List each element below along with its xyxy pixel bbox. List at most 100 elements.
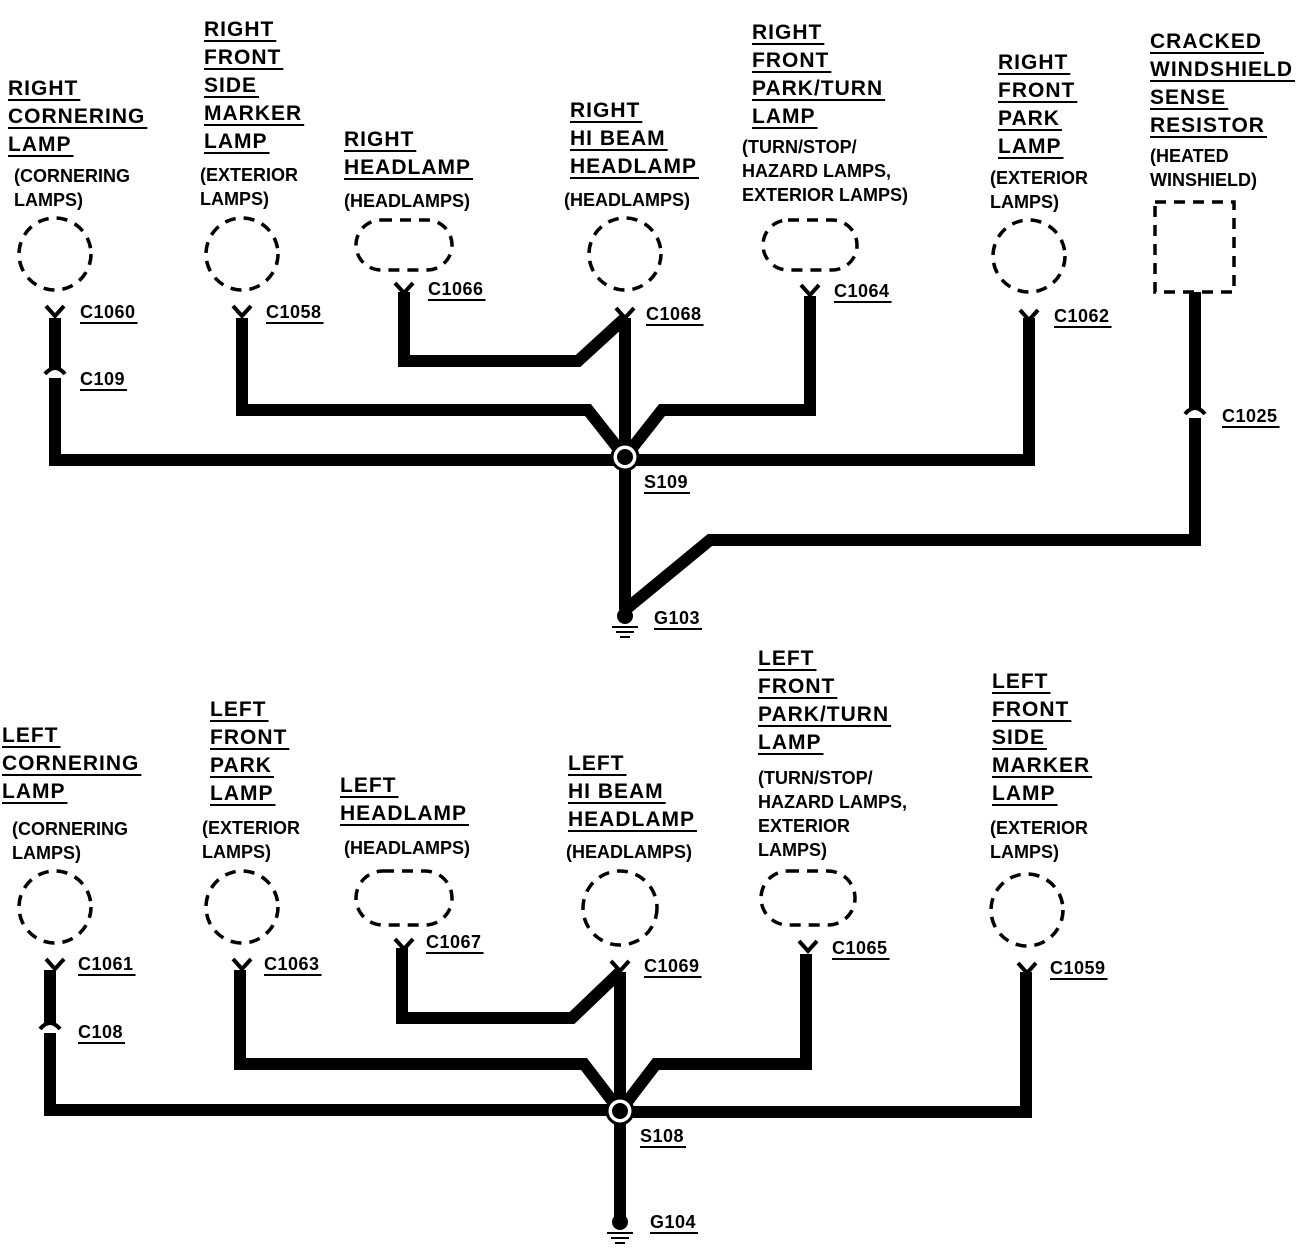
resistor-outline (1153, 200, 1236, 294)
component-title-line: RIGHT (8, 77, 78, 100)
lamp-outline (759, 869, 857, 927)
connector-fork (44, 304, 66, 319)
ground-dot (617, 608, 633, 624)
component: LEFTCORNERINGLAMP(CORNERINGLAMPS)C1061C1… (2, 724, 142, 1044)
connector-label: C1065 (832, 938, 888, 958)
connector-symbol (44, 304, 66, 319)
component-system-line: (TURN/STOP/ (758, 768, 873, 788)
connector-label: C1060 (80, 302, 136, 322)
component-system-line: HAZARD LAMPS, (758, 792, 907, 812)
connector-fork (231, 957, 253, 972)
lamp-outline (989, 872, 1065, 948)
component-title-line: LEFT (2, 724, 59, 747)
connector-label: C1067 (426, 932, 482, 952)
inline-connector-symbol (1183, 406, 1207, 418)
connector-symbol (799, 283, 821, 298)
component-title-line: PARK (998, 107, 1060, 130)
connector-label: C1063 (264, 954, 320, 974)
connector-symbol (44, 957, 66, 972)
component-title-line: LEFT (340, 774, 397, 797)
component-title-line: HEADLAMP (570, 155, 697, 178)
connector-symbol (231, 304, 253, 319)
connector-fork (609, 959, 631, 974)
component-title-line: RIGHT (752, 21, 822, 44)
inline-connector-symbol (43, 366, 67, 378)
component-title-line: SENSE (1150, 86, 1226, 109)
wire (620, 972, 1032, 1118)
component-system-line: (EXTERIOR (990, 168, 1088, 188)
connector-fork (797, 939, 819, 954)
wire (44, 970, 620, 1116)
component-title-line: WINDSHIELD (1150, 58, 1293, 81)
wire (615, 954, 812, 1115)
component-title-line: FRONT (210, 726, 287, 749)
connector-fork (799, 283, 821, 298)
component-title-line: LEFT (758, 647, 815, 670)
component-title-line: LAMP (758, 731, 822, 754)
ground-label: G104 (650, 1212, 696, 1232)
inline-connector-arc (43, 366, 67, 376)
lamp-outline (204, 869, 280, 945)
component-title-line: RIGHT (998, 51, 1068, 74)
connector-label: C1058 (266, 302, 322, 322)
ground: G104 (607, 1212, 699, 1244)
component-title-line: FRONT (758, 675, 835, 698)
connector-symbol (1018, 308, 1040, 323)
component-title-line: RIGHT (570, 99, 640, 122)
component-system-line: (EXTERIOR (200, 165, 298, 185)
component-title-line: LEFT (210, 698, 267, 721)
component-system-line: LAMPS) (12, 843, 81, 863)
component-title-line: HEADLAMP (340, 802, 467, 825)
component-title-line: CORNERING (2, 752, 139, 775)
connector-fork (1018, 308, 1040, 323)
component-system-line: EXTERIOR (758, 816, 850, 836)
wire (620, 296, 816, 461)
component-system-line: (HEATED (1150, 146, 1229, 166)
lamp-outline (17, 869, 93, 945)
lamp-outline (354, 869, 454, 927)
connector-symbol (1016, 961, 1038, 976)
lamp-outline (354, 218, 454, 272)
connector-label: C1068 (646, 304, 702, 324)
splice-dot (617, 449, 633, 465)
component-system-line: (TURN/STOP/ (742, 137, 857, 157)
splice-label: S109 (644, 472, 688, 492)
lamp-outline (587, 216, 663, 292)
splice: S109 (610, 442, 691, 494)
inline-connector-gap (45, 368, 65, 378)
component-title-line: PARK (210, 754, 272, 777)
connector-symbol (609, 959, 631, 974)
connector-fork (393, 281, 415, 296)
wire (625, 318, 1035, 466)
ground-dot (612, 1214, 628, 1230)
component-title-line: LAMP (998, 135, 1062, 158)
component-system-line: (CORNERING (14, 166, 130, 186)
connector-symbol (231, 957, 253, 972)
wire (236, 318, 630, 461)
connector-symbol (614, 306, 636, 321)
connector-fork (231, 304, 253, 319)
component-system-line: EXTERIOR LAMPS) (742, 185, 908, 205)
component-title-line: LAMP (992, 782, 1056, 805)
component: CRACKEDWINDSHIELDSENSERESISTOR(HEATEDWIN… (1150, 30, 1295, 428)
component-title-line: SIDE (204, 74, 257, 97)
component-title-line: HEADLAMP (568, 808, 695, 831)
component-system-line: LAMPS) (758, 840, 827, 860)
component: RIGHTFRONTPARK/TURNLAMP(TURN/STOP/HAZARD… (742, 21, 908, 303)
component-title-line: LAMP (8, 133, 72, 156)
component-title-line: CORNERING (8, 105, 145, 128)
ground-symbol (612, 608, 638, 638)
component-title-line: HI BEAM (568, 780, 664, 803)
ground: G103 (612, 608, 703, 638)
component-title-line: PARK/TURN (758, 703, 889, 726)
component-title-line: RIGHT (344, 128, 414, 151)
wire (398, 292, 630, 367)
connector-symbol (393, 937, 415, 952)
component-title-line: FRONT (204, 46, 281, 69)
wire (621, 292, 1201, 615)
component-title-line: FRONT (752, 49, 829, 72)
component-system-line: LAMPS) (14, 190, 83, 210)
